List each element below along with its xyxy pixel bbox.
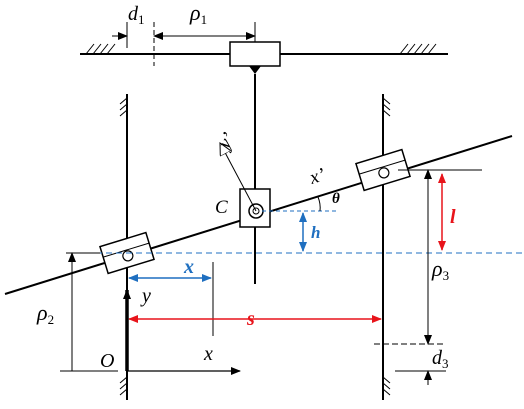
rho3-label: ρ3 — [431, 256, 449, 283]
rho1-label: ρ1 — [189, 0, 207, 27]
right-slider — [355, 148, 411, 192]
l-label: l — [450, 206, 456, 228]
center-slider — [239, 188, 271, 228]
x-prime-label: x’ — [306, 164, 327, 189]
top-dimension — [112, 22, 256, 66]
d3-label: d3 — [432, 347, 449, 371]
top-slider — [229, 41, 281, 74]
right-guide — [382, 94, 391, 400]
h-label: h — [311, 223, 320, 242]
y-prime-axis — [220, 143, 257, 212]
rho3-dimension — [374, 169, 482, 385]
x-dim-label: x — [183, 256, 194, 278]
theta-label: θ — [332, 191, 340, 207]
c-label: C — [215, 197, 228, 218]
y-prime-label: y’ — [213, 129, 240, 154]
origin-label: O — [100, 350, 114, 372]
d1-label: d1 — [128, 3, 145, 27]
rho2-dimension — [60, 252, 118, 372]
y-axis-label: y — [140, 285, 151, 307]
rho2-label: ρ2 — [36, 300, 54, 327]
x-dimension — [128, 262, 214, 336]
theta-arc — [317, 196, 321, 212]
s-label: s — [246, 308, 255, 330]
x-axis-label: x — [203, 343, 213, 365]
